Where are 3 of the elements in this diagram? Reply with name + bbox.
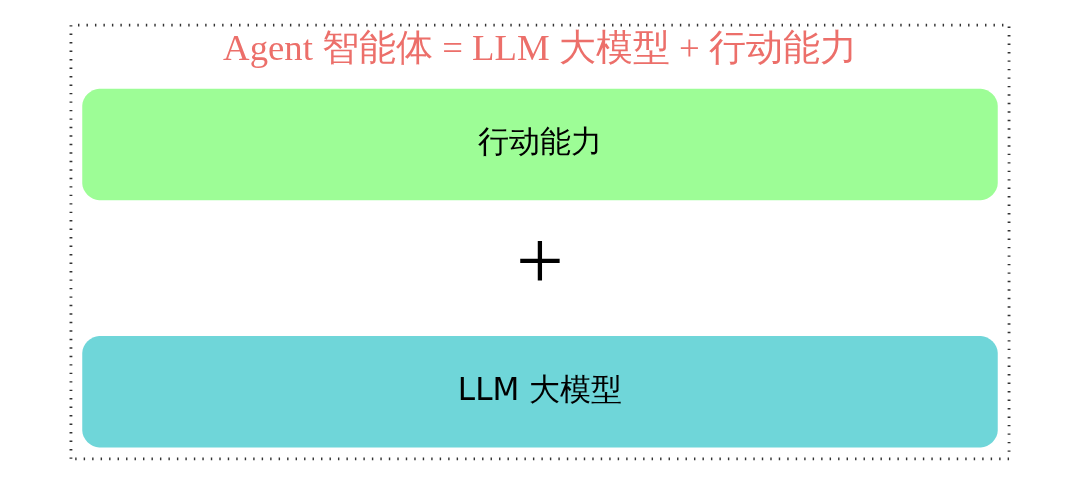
node-box: LLM 大模型 [82,335,998,448]
node-box: 行动能力 [82,88,998,201]
label: + [516,213,564,308]
